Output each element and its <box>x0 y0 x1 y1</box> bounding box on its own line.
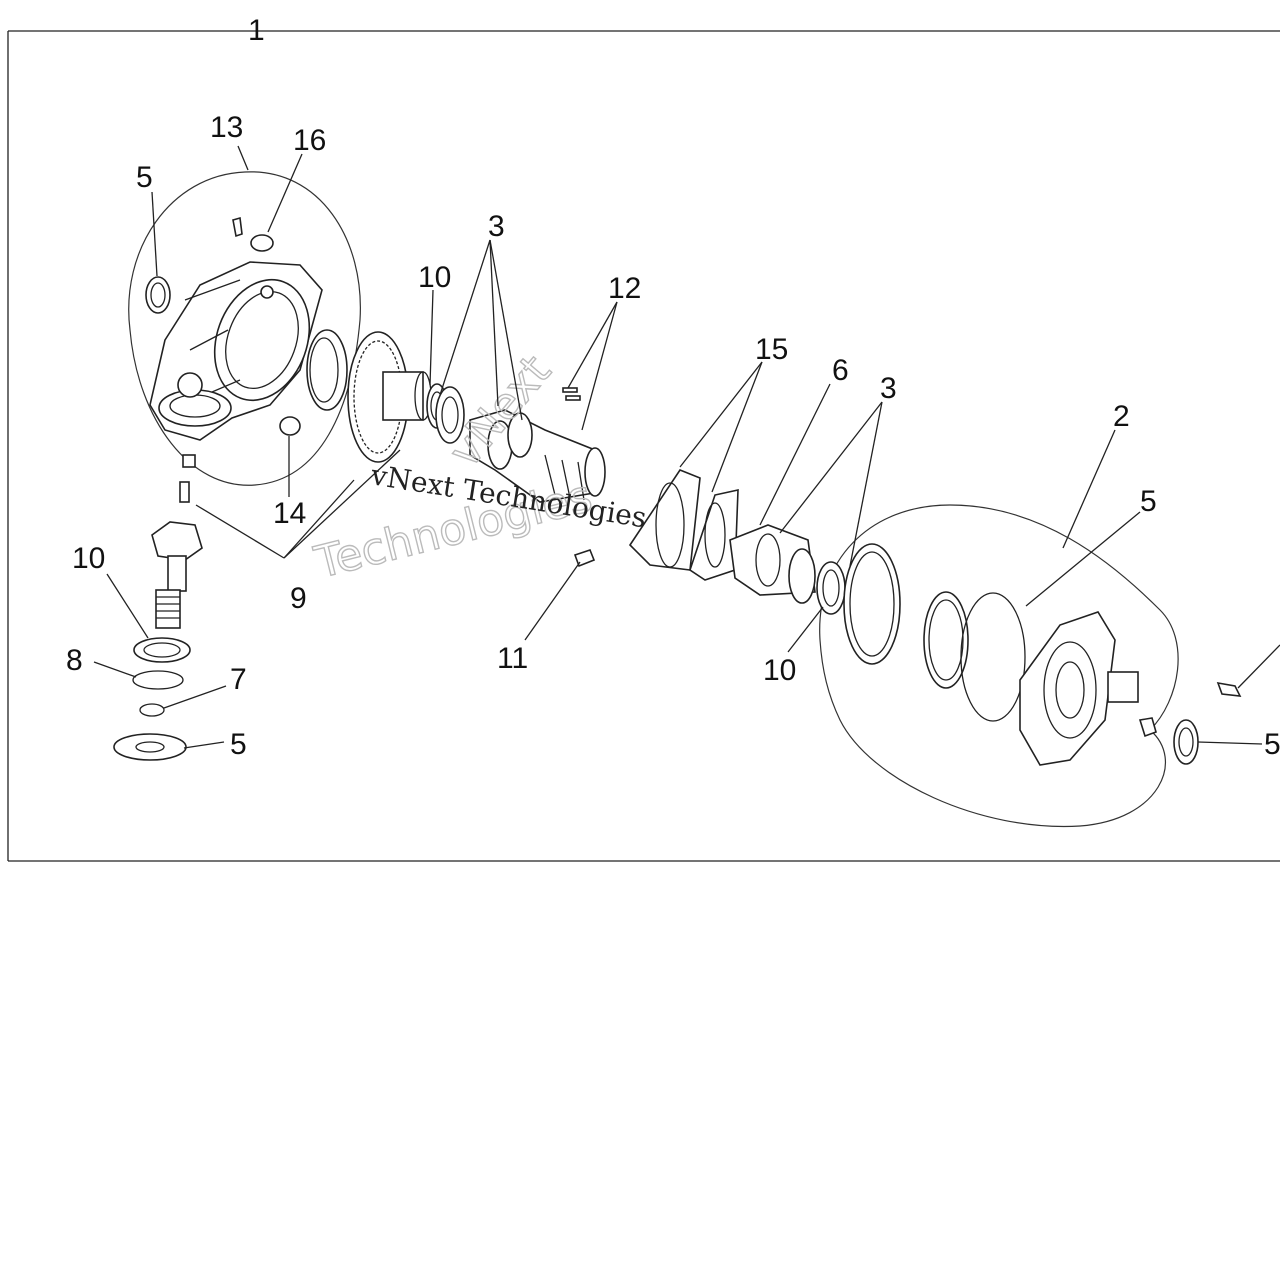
callout-9: 9 <box>290 582 307 615</box>
callout-5-top-left: 5 <box>136 161 153 194</box>
callout-16: 16 <box>293 124 326 157</box>
pinion-shaft <box>151 454 203 629</box>
left-housing-group-outline <box>128 171 361 486</box>
ring-gear <box>347 331 432 463</box>
callout-10-right: 10 <box>763 654 796 687</box>
callout-13: 13 <box>210 111 243 144</box>
pins-12 <box>562 387 581 401</box>
gasket-6 <box>689 488 739 581</box>
callout-1: 1 <box>248 14 265 47</box>
callout-6: 6 <box>832 354 849 387</box>
callout-12: 12 <box>608 272 641 305</box>
o-ring-5-right <box>960 592 1026 722</box>
bearing-10-lower <box>133 637 191 663</box>
seal-5-lower <box>113 733 187 761</box>
diagram-frame <box>7 30 1280 862</box>
callout-3-center: 3 <box>488 210 505 243</box>
callout-11: 11 <box>497 642 528 675</box>
callout-5-bottom-left: 5 <box>230 728 247 761</box>
bearing-3-right <box>729 524 816 604</box>
ring-plate <box>843 543 901 665</box>
callout-5-right: 5 <box>1140 485 1157 518</box>
pin-11 <box>573 549 596 568</box>
large-seal-ring <box>923 591 969 689</box>
callout-14: 14 <box>273 497 306 530</box>
bearing-10-right <box>816 561 846 615</box>
output-seal-5 <box>1173 719 1199 765</box>
callout-10-left: 10 <box>72 542 105 575</box>
right-cover-housing <box>1019 611 1157 766</box>
cap-plug-16 <box>250 234 274 252</box>
callout-15: 15 <box>755 333 788 366</box>
o-ring-7 <box>139 703 165 717</box>
callout-5-far-right: 5 <box>1264 728 1280 761</box>
cover-plate-15 <box>628 469 701 571</box>
callout-7: 7 <box>230 663 247 696</box>
bolt <box>1216 681 1242 697</box>
differential-cage <box>469 409 606 503</box>
plug-14 <box>279 416 301 436</box>
callout-3-right: 3 <box>880 372 897 405</box>
bearing-race-left <box>306 329 348 411</box>
callout-2: 2 <box>1113 400 1130 433</box>
housing-seal-left <box>145 276 171 314</box>
left-gearcase-housing <box>149 216 323 441</box>
callout-10-top: 10 <box>418 261 451 294</box>
snap-ring-8 <box>132 670 184 690</box>
right-housing-group-outline <box>819 504 1179 828</box>
callout-8: 8 <box>66 644 83 677</box>
callout-labels: 1 13 16 5 3 10 12 15 6 3 2 5 14 10 9 8 7… <box>66 14 1280 761</box>
leader-lines <box>93 145 1280 749</box>
spacer-3 <box>435 386 465 444</box>
